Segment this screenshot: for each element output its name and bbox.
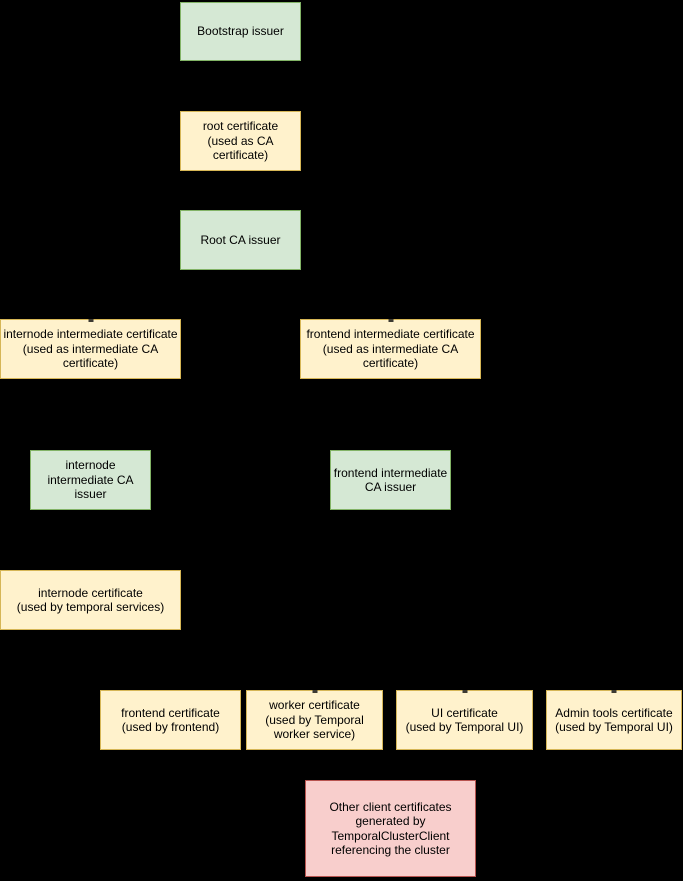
node-internode-certificate: internode certificate (used by temporal … <box>0 570 181 630</box>
node-label: UI certificate (used by Temporal UI) <box>405 705 524 734</box>
node-frontend-intermediate-certificate: frontend intermediate certificate (used … <box>300 319 481 379</box>
node-label: frontend intermediate certificate (used … <box>306 327 475 371</box>
arrowhead-tip-icon <box>88 319 93 322</box>
node-frontend-certificate: frontend certificate (used by frontend) <box>100 690 241 750</box>
node-admin-tools-certificate: Admin tools certificate (used by Tempora… <box>546 690 682 750</box>
arrowhead-tip-icon <box>462 690 467 693</box>
arrowhead-tip-icon <box>312 690 317 693</box>
node-root-certificate: root certificate (used as CA certificate… <box>180 111 301 171</box>
node-label: Other client certificates generated by T… <box>329 799 452 857</box>
node-worker-certificate: worker certificate (used by Temporal wor… <box>246 690 383 750</box>
node-label: Root CA issuer <box>200 232 281 247</box>
node-label: Bootstrap issuer <box>197 24 284 39</box>
node-bootstrap-issuer: Bootstrap issuer <box>180 2 301 61</box>
node-ui-certificate: UI certificate (used by Temporal UI) <box>396 690 533 750</box>
node-label: worker certificate (used by Temporal wor… <box>265 698 364 742</box>
node-label: internode certificate (used by temporal … <box>16 585 165 614</box>
node-label: root certificate (used as CA certificate… <box>202 119 279 163</box>
node-frontend-intermediate-ca-issuer: frontend intermediate CA issuer <box>330 450 451 510</box>
node-label: internode intermediate CA issuer <box>47 458 134 502</box>
node-label: frontend intermediate CA issuer <box>333 465 448 494</box>
node-label: internode intermediate certificate (used… <box>3 327 178 371</box>
node-other-client-certificates: Other client certificates generated by T… <box>305 780 476 877</box>
node-label: Admin tools certificate (used by Tempora… <box>555 705 673 734</box>
node-internode-intermediate-ca-issuer: internode intermediate CA issuer <box>30 450 151 510</box>
node-root-ca-issuer: Root CA issuer <box>180 210 301 270</box>
arrowhead-tip-icon <box>388 319 393 322</box>
arrowhead-tip-icon <box>611 690 617 693</box>
node-label: frontend certificate (used by frontend) <box>121 705 220 734</box>
node-internode-intermediate-certificate: internode intermediate certificate (used… <box>0 319 181 379</box>
